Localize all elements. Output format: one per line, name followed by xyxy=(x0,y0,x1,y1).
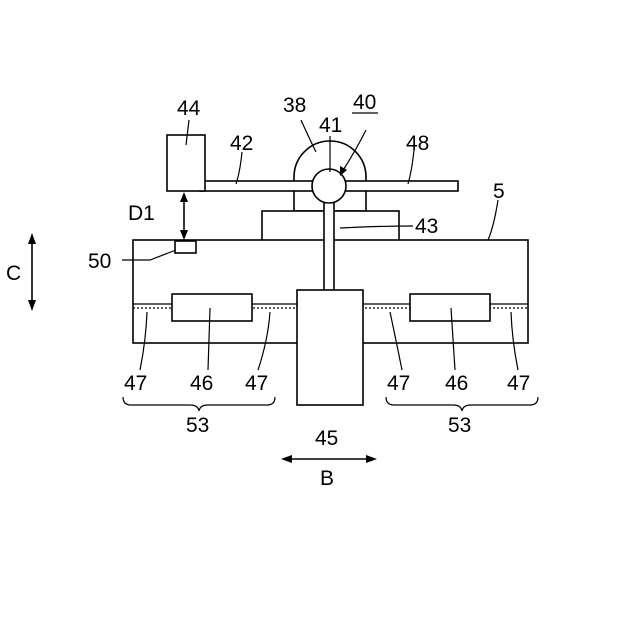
label-47-2: 47 xyxy=(245,372,268,395)
label-45: 45 xyxy=(315,427,338,450)
label-c: C xyxy=(6,262,21,285)
label-53-right: 53 xyxy=(448,414,471,437)
block-45 xyxy=(297,290,363,405)
leader-48 xyxy=(408,150,414,184)
d1-arrow-down xyxy=(180,230,188,240)
label-47-3: 47 xyxy=(387,372,410,395)
label-5: 5 xyxy=(493,180,505,203)
leader-42 xyxy=(236,152,242,184)
component-46-left xyxy=(172,294,252,321)
brace-53-right xyxy=(386,397,538,411)
b-arrow-right xyxy=(366,455,377,463)
leader-5 xyxy=(488,200,498,240)
label-42: 42 xyxy=(230,132,253,155)
label-38: 38 xyxy=(283,94,306,117)
label-48: 48 xyxy=(406,132,429,155)
label-b: B xyxy=(320,467,334,490)
d1-arrow-up xyxy=(180,192,188,202)
label-46-left: 46 xyxy=(190,372,213,395)
label-43: 43 xyxy=(415,215,438,238)
component-46-right xyxy=(410,294,490,321)
label-44: 44 xyxy=(177,97,201,120)
label-41: 41 xyxy=(319,114,342,137)
brace-53-left xyxy=(123,397,275,411)
sensor-50 xyxy=(175,241,196,253)
c-arrow-up xyxy=(28,233,36,244)
label-53-left: 53 xyxy=(186,414,209,437)
shaft xyxy=(324,199,334,291)
label-46-right: 46 xyxy=(445,372,468,395)
label-d1: D1 xyxy=(128,202,155,225)
label-47-4: 47 xyxy=(507,372,530,395)
b-arrow-left xyxy=(281,455,292,463)
label-50: 50 xyxy=(88,250,111,273)
c-arrow-down xyxy=(28,300,36,311)
label-40: 40 xyxy=(353,91,376,114)
label-47-1: 47 xyxy=(124,372,147,395)
